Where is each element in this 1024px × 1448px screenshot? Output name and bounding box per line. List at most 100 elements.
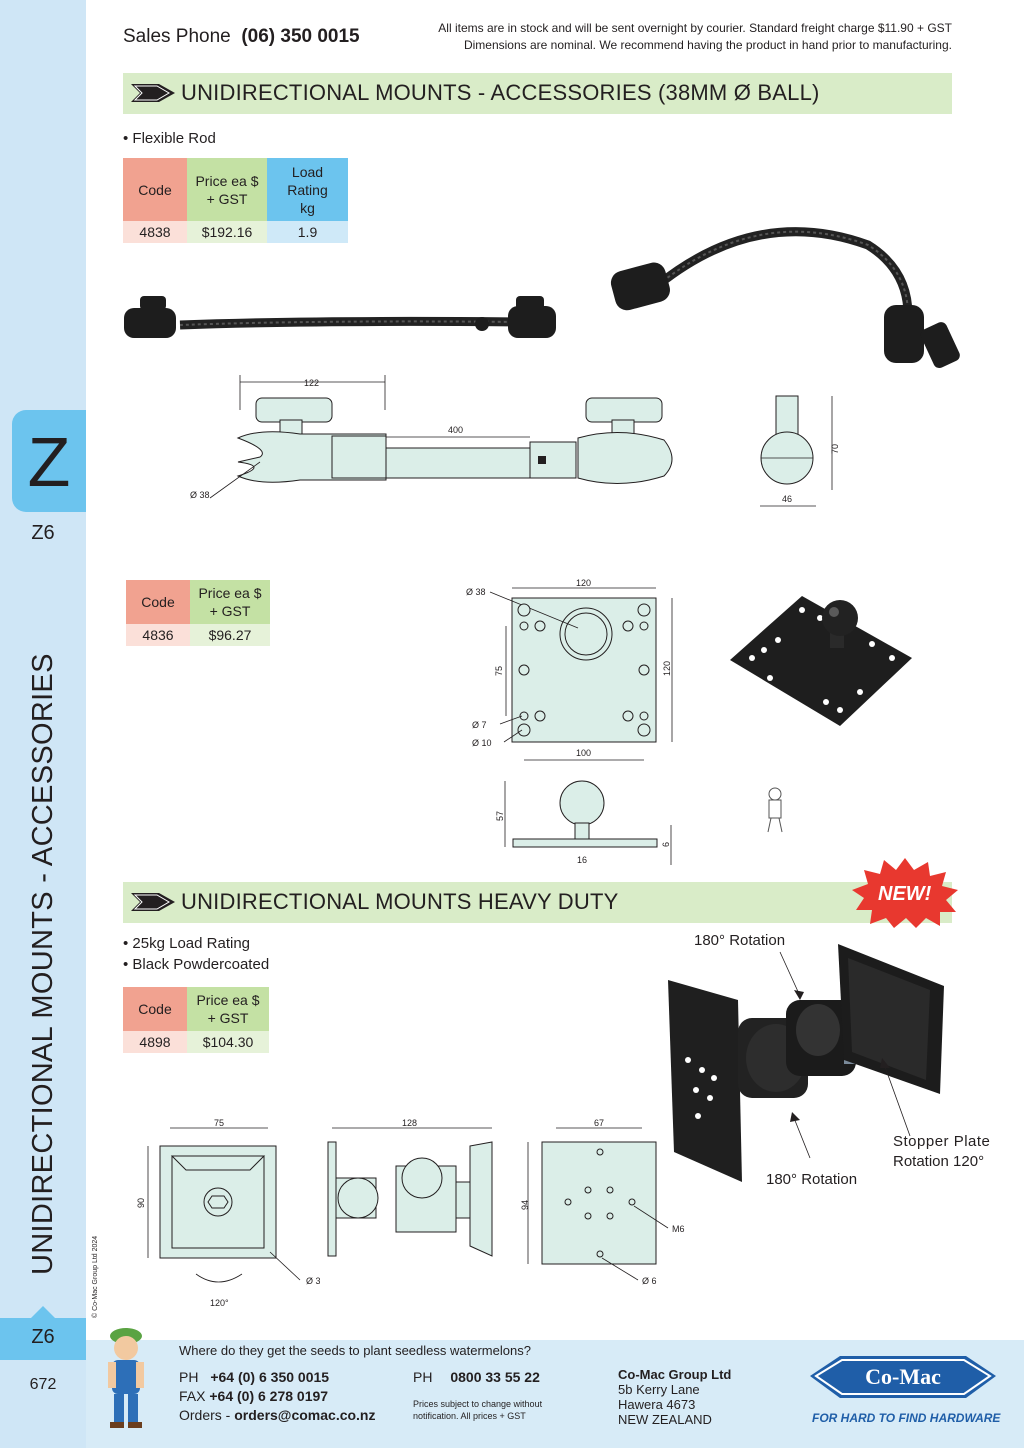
dim-46: 46: [782, 494, 792, 504]
bottom-section-tab[interactable]: [0, 1318, 86, 1360]
callout-rotation-top: 180° Rotation: [694, 932, 786, 949]
dim-plate-120h: 120: [662, 661, 672, 676]
dim-hd-120deg: 120°: [210, 1298, 229, 1308]
section-tab[interactable]: [12, 410, 86, 512]
bullet-flexible-rod: • Flexible Rod: [123, 130, 216, 147]
freephone-label: PH: [413, 1369, 433, 1385]
phone-label: PH: [179, 1369, 199, 1385]
dim-hd-m6: M6: [672, 1224, 685, 1234]
price-table-4836: Code Price ea $ + GST 4836 $96.27: [126, 580, 270, 646]
heavy-duty-mount-photo: [668, 944, 944, 1182]
cell-price: $104.30: [187, 1031, 269, 1053]
cell-code: 4836: [126, 624, 190, 646]
copyright-note: © Co-Mac Group Ltd 2024: [92, 1235, 99, 1318]
fax-label: FAX: [179, 1388, 206, 1404]
dim-plate-16: 16: [577, 855, 587, 865]
dim-plate-6: 6: [661, 842, 671, 847]
bullet-powdercoated: • Black Powdercoated: [123, 956, 270, 973]
freight-notice: All items are in stock and will be sent …: [370, 20, 952, 54]
vertical-category-title: UNIDIRECTIONAL MOUNTS - ACCESSORIES: [27, 653, 59, 1275]
plate-technical-drawing: 120 Ø 38 75 120 Ø 7 Ø 10 100: [466, 578, 673, 761]
footer-riddle: Where do they get the seeds to plant see…: [179, 1343, 531, 1358]
hd-side-drawing: 128: [327, 1118, 493, 1257]
dim-122: 122: [304, 378, 319, 388]
orders-email[interactable]: orders@comac.co.nz: [234, 1407, 376, 1423]
company-address: Co-Mac Group Ltd 5b Kerry Lane Hawera 46…: [618, 1367, 731, 1427]
cell-code: 4838: [123, 221, 187, 243]
dim-hole-10: Ø 10: [472, 738, 492, 748]
dim-hd-90: 90: [136, 1198, 146, 1208]
bullet-load-rating: • 25kg Load Rating: [123, 935, 251, 952]
dim-hd-3: Ø 3: [306, 1276, 320, 1286]
orders-label: Orders -: [179, 1407, 231, 1423]
address-line-2: Hawera 4673: [618, 1397, 696, 1412]
dim-70: 70: [830, 444, 840, 454]
new-badge-starburst: NEW!: [852, 858, 958, 928]
dim-plate-120w: 120: [576, 578, 591, 588]
dim-plate-ball: Ø 38: [466, 587, 486, 597]
callout-stopper-rotation: Rotation 120°: [893, 1153, 985, 1170]
mascot-doodle: [767, 787, 783, 833]
section-title: UNIDIRECTIONAL MOUNTS HEAVY DUTY: [181, 889, 619, 914]
address-line-3: NEW ZEALAND: [618, 1412, 712, 1427]
callout-arrows: [779, 951, 911, 1159]
side-bar: [0, 0, 86, 1448]
dim-plate-57: 57: [495, 811, 505, 821]
rod-side-view-drawing: 70 46: [760, 395, 840, 507]
section-code: Z6: [31, 522, 55, 544]
dim-hd-94: 94: [520, 1200, 530, 1210]
phone-number[interactable]: +64 (0) 6 350 0015: [210, 1369, 330, 1385]
section-header-accessories: UNIDIRECTIONAL MOUNTS - ACCESSORIES (38M…: [123, 73, 952, 114]
flexible-rod-photo: [124, 296, 556, 338]
dim-plate-75: 75: [494, 666, 504, 676]
cell-price: $96.27: [190, 624, 270, 646]
footer-phone: PH +64 (0) 6 350 0015: [179, 1368, 329, 1387]
freephone-number[interactable]: 0800 33 55 22: [450, 1369, 540, 1385]
page-number: 672: [29, 1376, 57, 1393]
header-price: Price ea $ + GST: [190, 580, 270, 624]
new-badge-label: NEW!: [878, 883, 932, 905]
sales-phone-number[interactable]: (06) 350 0015: [241, 26, 360, 47]
rod-technical-drawing: 122 400 Ø 38: [190, 375, 673, 500]
callout-rotation-bottom: 180° Rotation: [766, 1171, 858, 1188]
logo-tagline: FOR HARD TO FIND HARDWARE: [812, 1411, 1001, 1425]
callout-stopper-plate: Stopper Plate: [893, 1133, 991, 1150]
mascot-character: [108, 1328, 144, 1428]
footer-freephone: PH 0800 33 55 22: [413, 1368, 540, 1387]
header-code: Code: [126, 580, 190, 624]
dim-ball-38: Ø 38: [190, 490, 210, 500]
cell-price: $192.16: [187, 221, 267, 243]
header-code: Code: [123, 987, 187, 1031]
sales-phone: Sales Phone (06) 350 0015: [123, 26, 360, 48]
section-letter: Z: [27, 423, 71, 501]
freight-line-2: Dimensions are nominal. We recommend hav…: [463, 38, 952, 52]
hd-front-drawing: 75 90 Ø 3 120°: [136, 1118, 320, 1308]
dim-hd-67: 67: [594, 1118, 604, 1128]
logo-text: Co-Mac: [865, 1364, 941, 1389]
sales-phone-label: Sales Phone: [123, 26, 231, 47]
price-table-4838: Code Price ea $ + GST Load Rating kg 483…: [123, 158, 348, 243]
price-note-line-2: notification. All prices + GST: [413, 1411, 526, 1421]
price-note: Prices subject to change without notific…: [413, 1398, 542, 1422]
dim-400: 400: [448, 425, 463, 435]
fax-number: +64 (0) 6 278 0197: [209, 1388, 329, 1404]
dim-hd-128: 128: [402, 1118, 417, 1128]
arrow-icon: [131, 893, 175, 911]
hd-back-drawing: 67 94 M6 Ø 6: [520, 1118, 685, 1286]
header-code: Code: [123, 158, 187, 221]
header-price: Price ea $ + GST: [187, 158, 267, 221]
section-header-heavy-duty: UNIDIRECTIONAL MOUNTS HEAVY DUTY: [123, 882, 952, 923]
price-table-4898: Code Price ea $ + GST 4898 $104.30: [123, 987, 269, 1053]
footer-orders: Orders - orders@comac.co.nz: [179, 1406, 376, 1425]
arrow-icon: [131, 84, 175, 102]
bottom-section-code: Z6: [31, 1326, 55, 1348]
dim-hole-7: Ø 7: [472, 720, 487, 730]
comac-logo[interactable]: Co-Mac: [810, 1346, 996, 1408]
header-load: Load Rating kg: [267, 158, 348, 221]
dim-plate-100: 100: [576, 748, 591, 758]
plate-side-drawing: 57 6 16: [495, 780, 672, 865]
tab-notch: [31, 1306, 55, 1318]
price-note-line-1: Prices subject to change without: [413, 1399, 543, 1409]
cell-code: 4898: [123, 1031, 187, 1053]
ball-plate-photo: [730, 596, 912, 726]
